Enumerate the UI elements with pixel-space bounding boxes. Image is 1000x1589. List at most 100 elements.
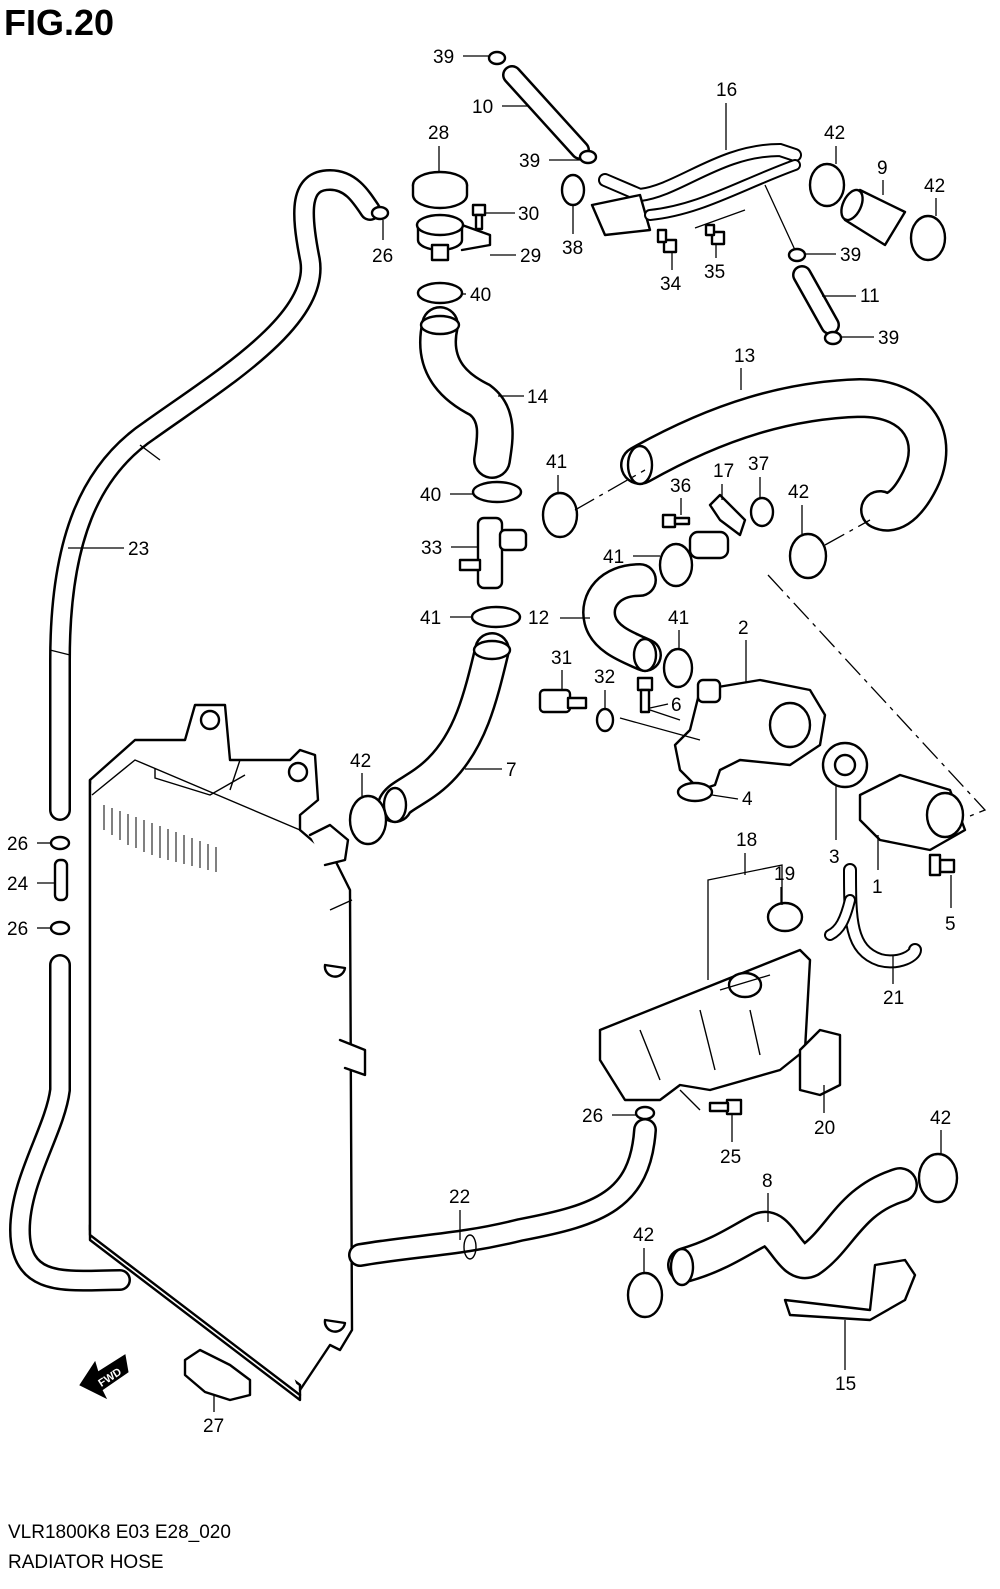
callout-c13: 13 [734, 346, 755, 367]
callout-c7: 7 [506, 760, 517, 781]
hose-22 [348, 1118, 657, 1267]
hose-7 [377, 632, 512, 824]
hose-12 [582, 563, 662, 673]
callout-c17: 17 [713, 461, 734, 482]
callout-c26d: 26 [582, 1106, 603, 1127]
bolt-34 [656, 228, 678, 254]
hose-23 [49, 168, 381, 821]
bolt-25 [708, 1098, 743, 1116]
hose-21 [824, 863, 922, 969]
thermostat-cover-2 [673, 678, 827, 792]
callout-c23: 23 [128, 539, 149, 560]
callout-c40b: 40 [420, 485, 441, 506]
callout-c41a: 41 [546, 452, 567, 473]
model-code: VLR1800K8 E03 E28_020 [8, 1522, 231, 1543]
washer-32 [595, 707, 615, 733]
callout-c9: 9 [877, 158, 888, 179]
joint-24 [53, 858, 69, 902]
callout-c41d: 41 [420, 608, 441, 629]
radiator [88, 703, 367, 1402]
callout-c25: 25 [720, 1147, 741, 1168]
bolt-30 [471, 203, 487, 231]
filler-neck-29 [415, 213, 492, 262]
thermostat-case-1 [858, 773, 967, 852]
radiator-fins [103, 805, 217, 872]
hose-13 [620, 377, 948, 532]
o-ring-37 [749, 496, 775, 528]
bolt-6 [636, 676, 654, 714]
callout-c29: 29 [520, 246, 541, 267]
radiator-cap-28 [411, 170, 469, 210]
callout-c35: 35 [704, 262, 725, 283]
callout-c19: 19 [774, 864, 795, 885]
hose-11 [792, 265, 840, 335]
hose-lower-overflow [8, 954, 131, 1292]
pad-20 [798, 1028, 842, 1097]
callout-c5: 5 [945, 914, 956, 935]
callout-c32: 32 [594, 667, 615, 688]
callout-c27: 27 [203, 1416, 224, 1437]
callout-c11: 11 [860, 286, 880, 307]
bolt-35 [704, 223, 726, 246]
callout-c37: 37 [748, 454, 769, 475]
reservoir-cap-19 [766, 901, 804, 933]
fwd-arrow: FWD [79, 1354, 129, 1400]
callout-c6: 6 [671, 695, 682, 716]
callout-c14: 14 [527, 387, 549, 408]
thermostat-3 [821, 741, 869, 789]
callout-c12: 12 [528, 608, 549, 629]
callout-c18: 18 [736, 830, 757, 851]
callout-c10: 10 [472, 97, 493, 118]
callout-c3: 3 [829, 847, 840, 868]
callout-c26a: 26 [372, 246, 393, 267]
bracket-15 [783, 1258, 917, 1322]
bolt-5 [928, 853, 956, 877]
hose-clamps [49, 50, 959, 1319]
o-ring-4 [676, 781, 714, 803]
callout-c42e: 42 [930, 1108, 951, 1129]
callout-c20: 20 [814, 1118, 835, 1139]
callout-c42a: 42 [824, 123, 845, 144]
callout-c40a: 40 [470, 285, 491, 306]
callout-c22: 22 [449, 1187, 470, 1208]
callout-c42d: 42 [350, 751, 371, 772]
callout-c42b: 42 [924, 176, 945, 197]
callout-c24: 24 [7, 874, 29, 895]
reservoir-tank-18 [598, 948, 812, 1102]
fitting-33 [458, 516, 528, 590]
callout-c38: 38 [562, 238, 583, 259]
callout-c1: 1 [872, 877, 883, 898]
callout-c30: 30 [518, 204, 539, 225]
fitting-17 [688, 493, 747, 560]
callout-c39d: 39 [878, 328, 899, 349]
hose-10 [502, 65, 590, 160]
callout-c8: 8 [762, 1171, 773, 1192]
pipe-16 [590, 142, 802, 237]
callout-c36: 36 [670, 476, 691, 497]
callout-c16: 16 [716, 80, 737, 101]
callout-c39b: 39 [519, 151, 540, 172]
callout-c42f: 42 [633, 1225, 654, 1246]
callout-c34: 34 [660, 274, 682, 295]
figure-title: FIG.20 [4, 2, 115, 43]
sensor-31 [538, 688, 588, 714]
leader-lines [37, 55, 952, 1412]
callout-c28: 28 [428, 123, 449, 144]
callout-labels: 1234567891011121314151617181920212223242… [7, 47, 956, 1437]
diagram-name: RADIATOR HOSE [8, 1552, 164, 1573]
callout-c41b: 41 [603, 547, 624, 568]
callout-c39c: 39 [840, 245, 861, 266]
callout-c39a: 39 [433, 47, 454, 68]
callout-c2: 2 [738, 618, 749, 639]
o-ring-38 [560, 173, 586, 207]
callout-c26c: 26 [7, 919, 28, 940]
leader-line-c4 [711, 794, 739, 800]
hose-9 [840, 188, 907, 247]
callout-c41c: 41 [668, 608, 689, 629]
callout-c4: 4 [742, 789, 753, 810]
clamp-27 [183, 1348, 252, 1402]
callout-c31: 31 [551, 648, 572, 669]
callout-c15: 15 [835, 1374, 856, 1395]
